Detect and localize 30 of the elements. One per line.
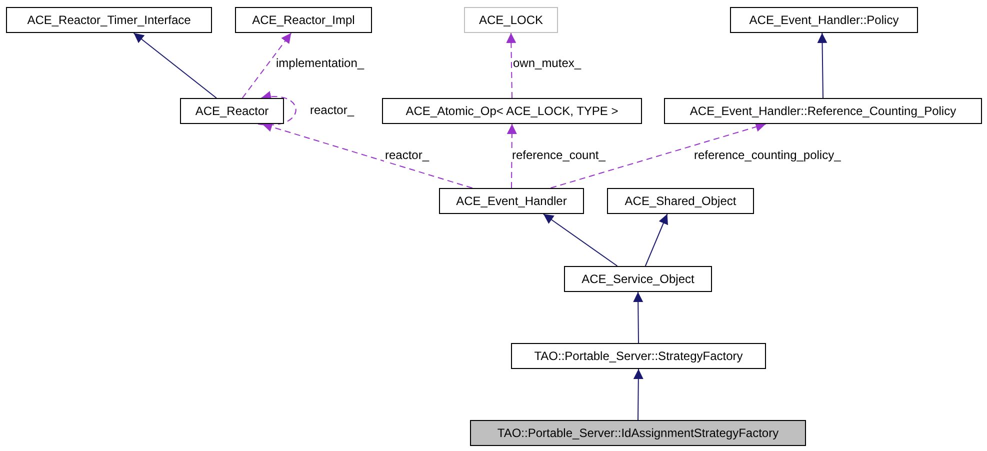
class-box: ACE_Reactor_Impl [235, 7, 372, 33]
edge-label: implementation_ [275, 56, 366, 70]
arrow [133, 32, 217, 98]
class-box: TAO::Portable_Server::StrategyFactory [511, 343, 766, 369]
class-box: ACE_Event_Handler::Reference_Counting_Policy [664, 98, 982, 124]
class-box: ACE_LOCK [464, 7, 558, 33]
arrow [817, 32, 828, 98]
edge-label: reactor_ [309, 103, 356, 117]
class-box: ACE_Event_Handler [439, 188, 584, 214]
class-box: ACE_Reactor [180, 98, 284, 124]
class-box: ACE_Service_Object [564, 266, 712, 292]
arrow [542, 214, 618, 266]
arrow [644, 214, 668, 266]
arrow [633, 368, 644, 420]
edge-label: own_mutex_ [512, 56, 582, 70]
class-box: ACE_Reactor_Timer_Interface [6, 7, 212, 33]
class-box: ACE_Atomic_Op< ACE_LOCK, TYPE > [382, 98, 642, 124]
arrow [633, 292, 644, 344]
class-box: TAO::Portable_Server::IdAssignmentStrategyFactory [470, 420, 806, 446]
dashed-arrow [258, 92, 296, 126]
dashed-arrow [262, 122, 473, 188]
edge-label: reactor_ [384, 148, 430, 162]
dashed-arrow [242, 32, 292, 98]
class-box: ACE_Shared_Object [607, 188, 754, 214]
dashed-arrow [550, 122, 766, 188]
dashed-arrow [506, 32, 516, 98]
dashed-arrow [506, 124, 517, 188]
edge-label: reference_counting_policy_ [693, 148, 842, 162]
edge-label: reference_count_ [511, 148, 606, 162]
class-box: ACE_Event_Handler::Policy [730, 7, 918, 33]
